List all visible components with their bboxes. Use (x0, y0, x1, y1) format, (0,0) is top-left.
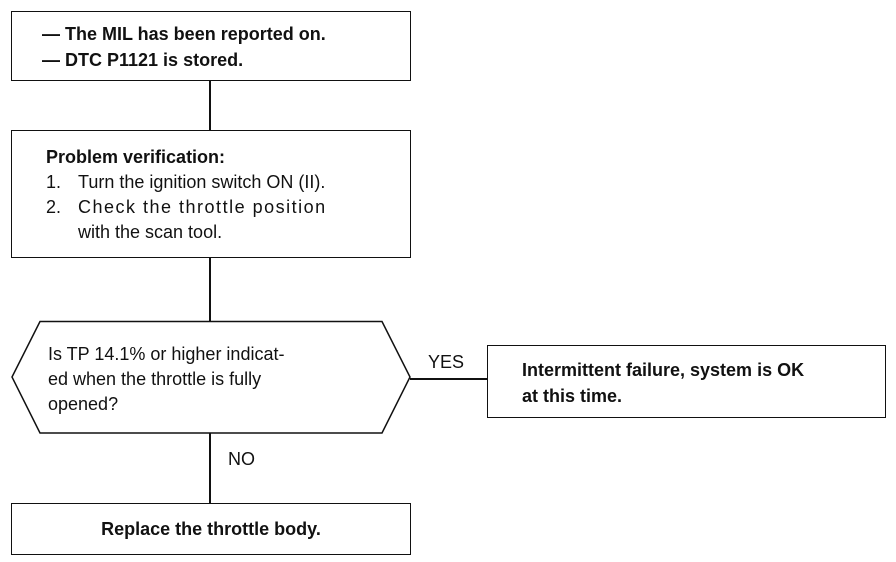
intermittent-failure-text-line1: Intermittent failure, system is OK (522, 360, 805, 380)
replace-throttle-body-box: Replace the throttle body. (11, 503, 411, 555)
no-label: NO (228, 449, 255, 469)
mil-reported-text: — The MIL has been reported on. (42, 24, 326, 44)
decision-text-line1: Is TP 14.1% or higher indicat- (48, 344, 285, 364)
decision-shape (11, 320, 411, 434)
step-1-text: Turn the ignition switch ON (II). (78, 172, 326, 192)
connector-no (209, 433, 211, 503)
decision-text-line3: opened? (48, 394, 119, 414)
connector-yes (410, 378, 487, 380)
step-2-text-line2: with the scan tool. (78, 222, 223, 242)
step-1-number: 1. (46, 172, 62, 192)
step-2-text-line1: Check the throttle position (78, 197, 327, 217)
problem-verification-box: Problem verification: 1. Turn the igniti… (11, 130, 411, 258)
dtc-stored-text: — DTC P1121 is stored. (42, 50, 244, 70)
decision-text-line2: ed when the throttle is fully (48, 369, 262, 389)
step-2-number: 2. (46, 197, 62, 217)
yes-label: YES (428, 352, 465, 372)
verification-heading: Problem verification: (46, 147, 226, 167)
intermittent-failure-text-line2: at this time. (522, 386, 623, 406)
connector-start-to-verification (209, 81, 211, 130)
intermittent-failure-box: Intermittent failure, system is OK at th… (487, 345, 886, 418)
connector-verification-to-decision (209, 258, 211, 322)
replace-throttle-body-text: Replace the throttle body. (101, 519, 321, 539)
start-condition-box: — The MIL has been reported on. — DTC P1… (11, 11, 411, 81)
